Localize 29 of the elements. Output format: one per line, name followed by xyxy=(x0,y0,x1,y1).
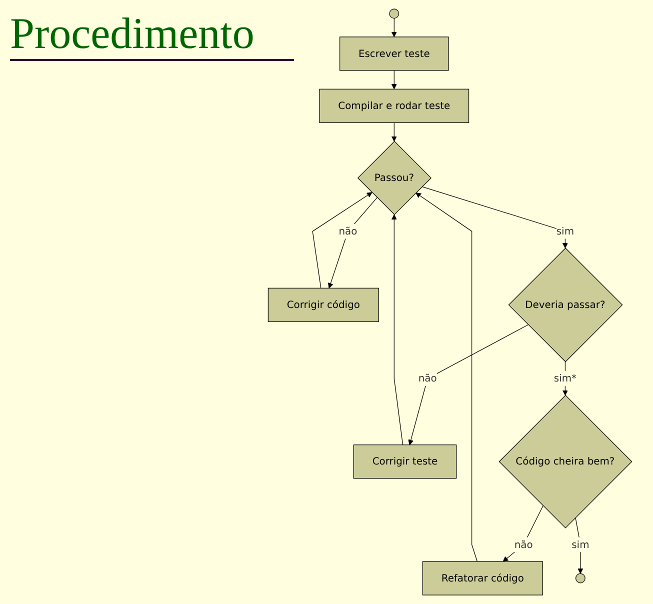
node-diamond: Passou? xyxy=(357,140,432,215)
edge-label: sim* xyxy=(554,372,576,384)
node-box: Escrever teste xyxy=(340,36,449,71)
arrow xyxy=(391,214,404,446)
arrow xyxy=(408,324,528,446)
arrow xyxy=(562,361,568,396)
edge-label: sim xyxy=(556,225,574,237)
node-diamond: Deveria passar? xyxy=(508,248,623,362)
arrow xyxy=(391,18,397,38)
edge-label: não xyxy=(338,225,358,237)
node-box: Refatorar código xyxy=(422,561,543,596)
slide-title: Procedimento xyxy=(10,8,294,61)
node-box: Corrigir teste xyxy=(353,444,457,479)
arrow xyxy=(502,505,544,562)
node-box: Compilar e rodar teste xyxy=(319,88,470,123)
arrow xyxy=(312,192,372,288)
node-circle xyxy=(389,8,400,19)
node-diamond: Código cheira bem? xyxy=(498,394,632,528)
node-box: Corrigir código xyxy=(268,288,379,322)
edge-label: não xyxy=(418,372,437,384)
arrow xyxy=(416,192,478,562)
arrow xyxy=(391,122,397,142)
node-circle xyxy=(575,573,586,584)
edge-label: sim xyxy=(572,538,590,550)
arrow xyxy=(575,517,584,574)
arrow xyxy=(328,197,378,288)
arrow xyxy=(391,70,397,90)
edge-label: não xyxy=(514,538,533,550)
arrow xyxy=(422,186,568,248)
